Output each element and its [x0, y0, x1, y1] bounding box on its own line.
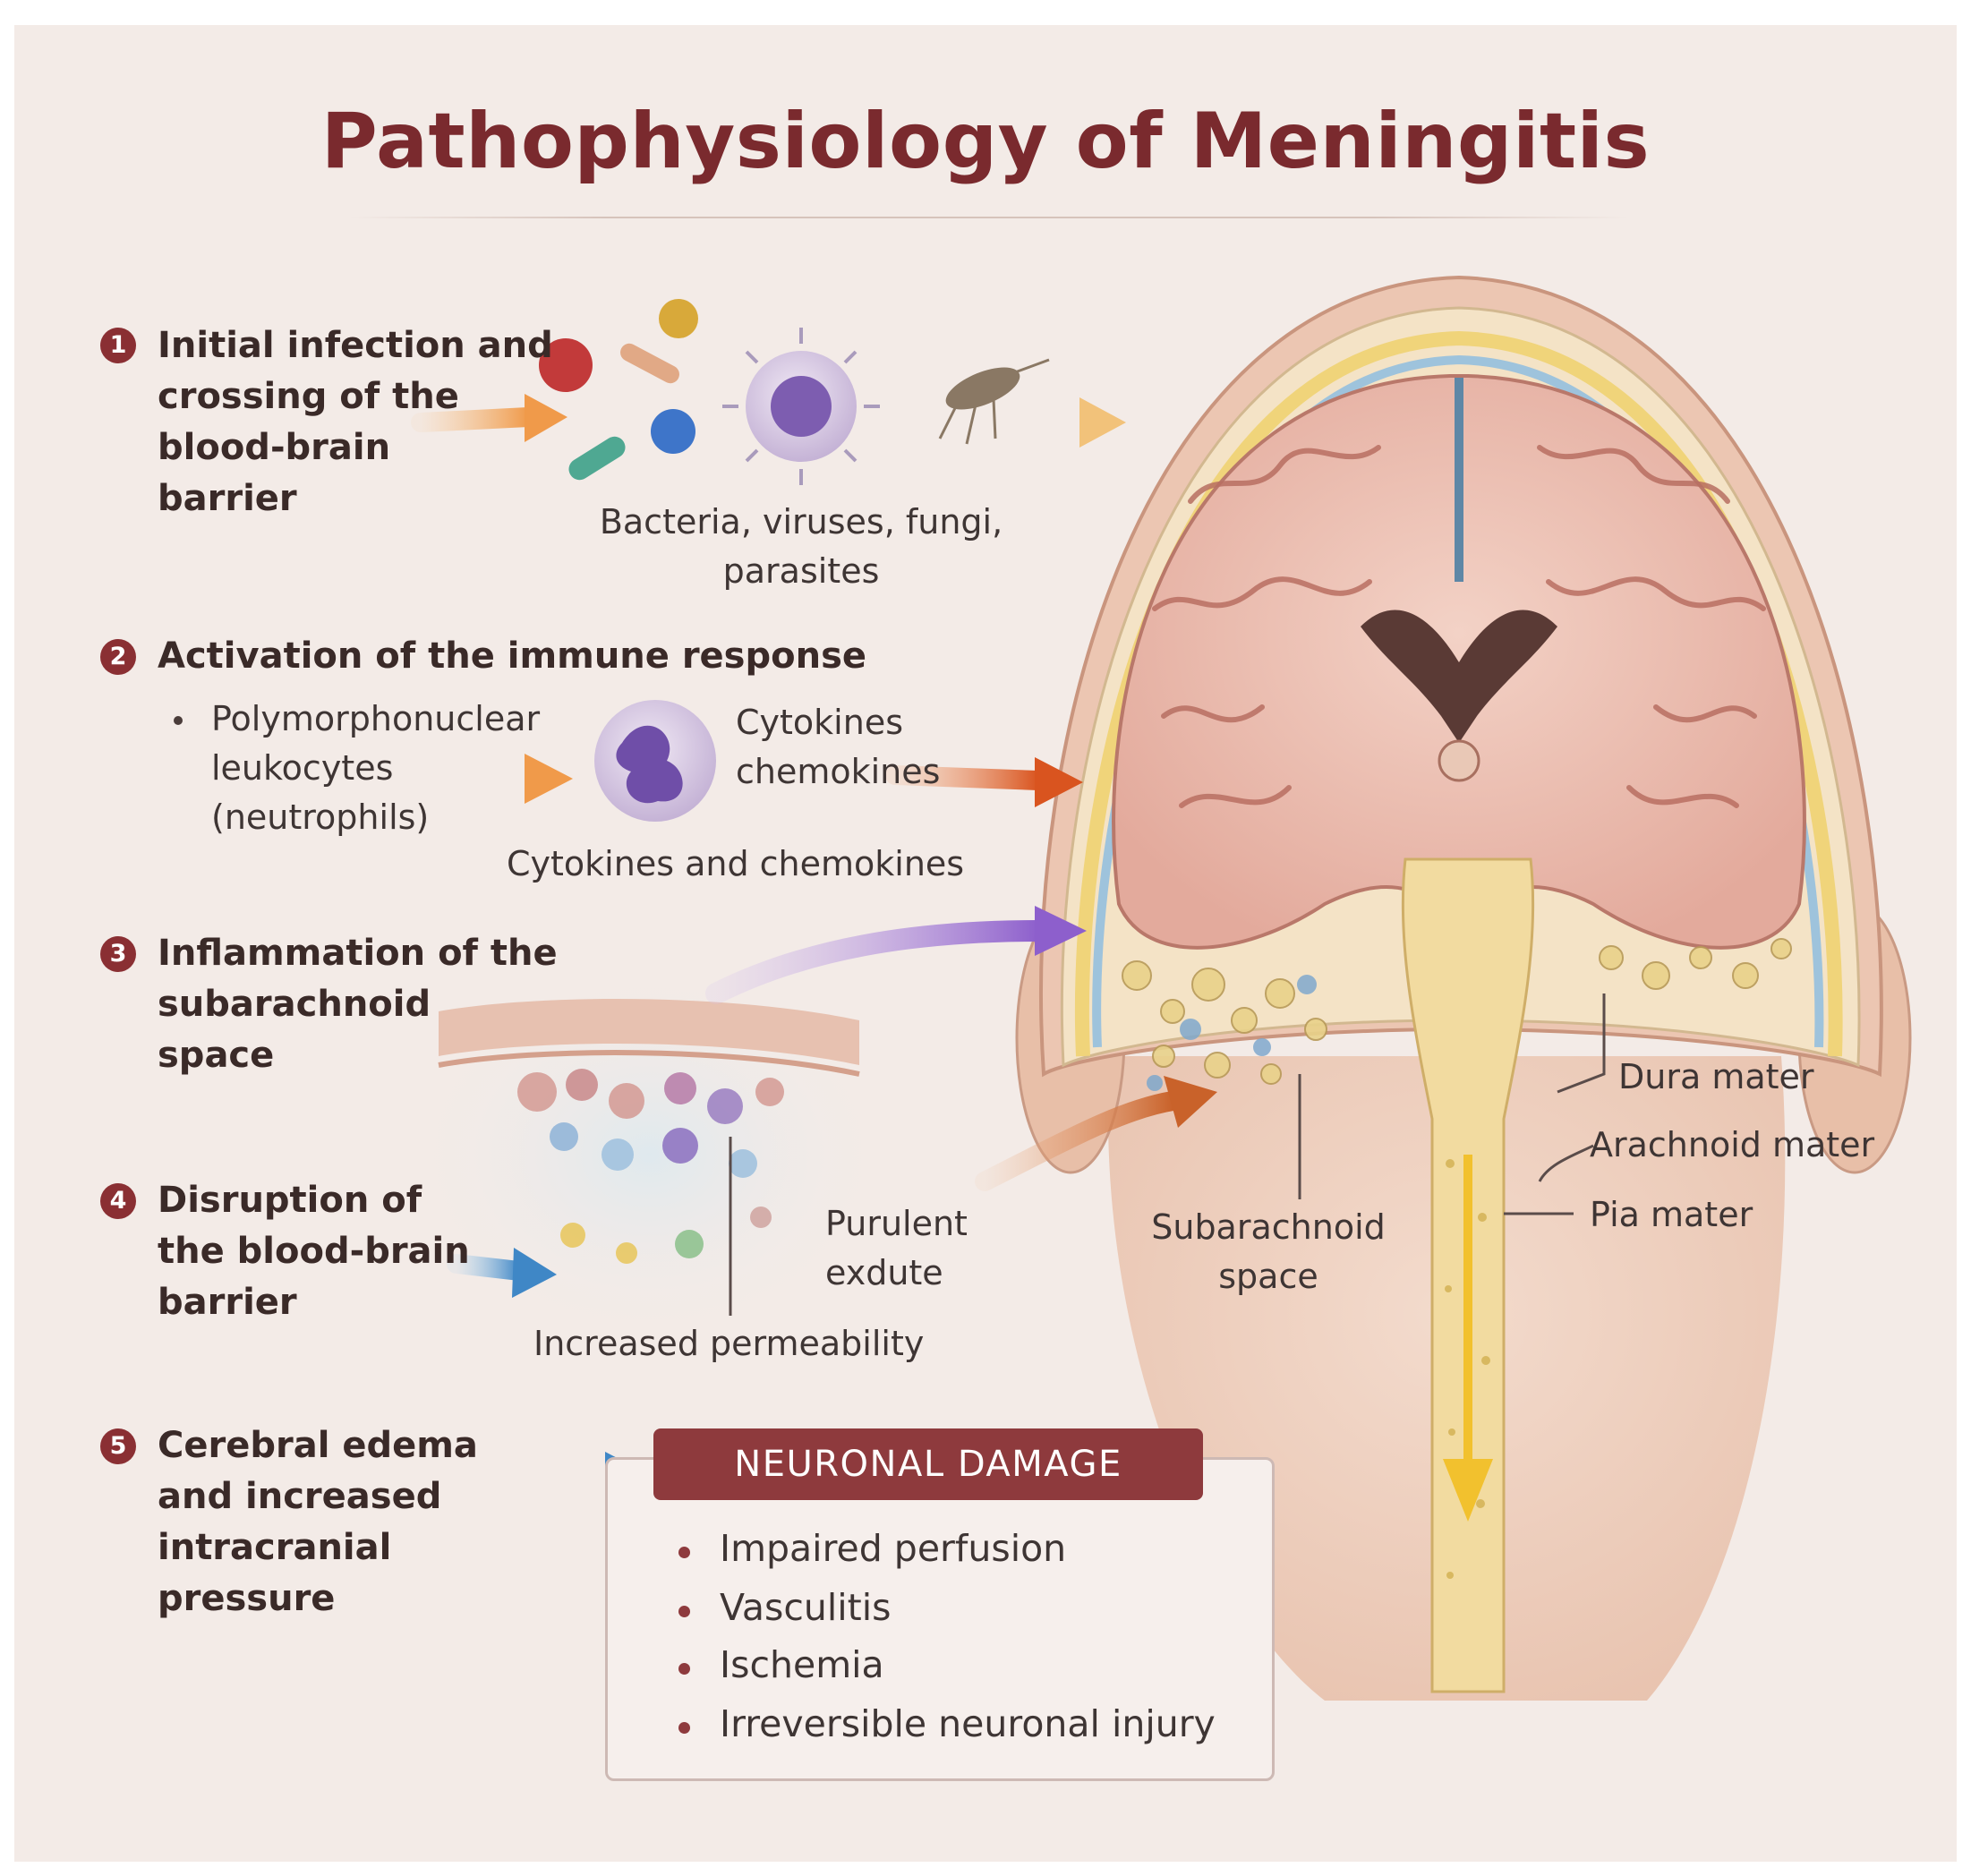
step-1-number: 1: [100, 328, 136, 363]
page-title: Pathophysiology of Meningitis: [320, 97, 1651, 186]
nd-item-3: Ischemia: [720, 1643, 884, 1686]
brain: [1112, 373, 1806, 950]
bacillus-tan: [620, 343, 679, 384]
dura-mater-label: Dura mater: [1618, 1057, 1814, 1096]
meninges-leaders: [1298, 993, 1606, 1215]
subarachnoid-space-label: Subarachnoid space: [1151, 1207, 1386, 1296]
step-3-number: 3: [100, 936, 136, 972]
brain-gyri: [1152, 445, 1766, 808]
arrow-exudate-brown: [975, 1076, 1217, 1191]
neutrophil-nucleus: [616, 725, 683, 804]
csf-flow-arrowhead: [1443, 1459, 1493, 1522]
nd-bullet-4: [678, 1722, 690, 1734]
step-1-text: Initial infection and crossing of the bl…: [158, 325, 553, 519]
inflammation-inset: [407, 967, 891, 1343]
arachnoid-mater-label: Arachnoid mater: [1590, 1125, 1875, 1164]
flow-arrows: [402, 394, 1217, 1505]
arrow-step2-to-brain: [885, 757, 1083, 807]
nd-item-1: Impaired perfusion: [720, 1527, 1067, 1570]
pathogens-label: Bacteria, viruses, fungi, parasites: [599, 502, 1003, 591]
nd-bullet-2: [678, 1606, 690, 1617]
arrow-step1-to-brain: [984, 397, 1126, 448]
step-4-text: Disruption of the blood-brain barrier: [158, 1180, 470, 1323]
nd-bullet-1: [678, 1547, 690, 1558]
immune-cell-spikes: [722, 328, 880, 485]
pia-mater-label: Pia mater: [1590, 1195, 1753, 1234]
neuronal-damage-box: [605, 1457, 1275, 1781]
step-4-number: 4: [100, 1183, 136, 1219]
bacillus-green: [568, 436, 626, 481]
nd-item-2: Vasculitis: [720, 1586, 892, 1629]
pmn-label: Polymorphonuclear leukocytes (neutrophil…: [211, 699, 541, 837]
csf-dots: [1445, 1159, 1490, 1579]
parasite-legs: [938, 358, 1050, 445]
subarachnoid-cells: [1147, 975, 1317, 1091]
pmn-bullet: [174, 716, 183, 725]
coccus-yellow: [659, 299, 698, 338]
ventricles: [1361, 610, 1557, 743]
immune-cell-nucleus: [771, 376, 832, 437]
arrow-step1-in: [411, 394, 567, 442]
third-ventricle: [1438, 739, 1480, 782]
inflammatory-cells: [517, 1069, 784, 1264]
arrow-step3-purple: [705, 906, 1087, 1004]
arrow-step4-blue: [447, 1248, 557, 1298]
cytokines-short-label: Cytokines chemokines: [736, 703, 941, 791]
bacterium-red: [539, 338, 593, 392]
step-3-text: Inflammation of the subarachnoid space: [158, 933, 558, 1076]
nd-item-4: Irreversible neuronal injury: [720, 1702, 1216, 1745]
purulent-exudate-label: Purulent exdute: [825, 1204, 968, 1292]
meningeal-layers-inset: [439, 999, 859, 1065]
subarachnoid-exudate: [1122, 938, 1792, 1085]
virus-blue: [651, 409, 695, 454]
parasite: [945, 367, 1020, 410]
title-divider: [349, 217, 1629, 218]
permeability-label: Increased permeability: [533, 1324, 925, 1363]
dura-layer: [1074, 330, 1843, 1057]
neuronal-damage-heading: NEURONAL DAMAGE: [653, 1428, 1203, 1500]
step-2-number: 2: [100, 639, 136, 675]
pathogen-illustrations: [539, 299, 1050, 485]
step-5-number: 5: [100, 1428, 136, 1464]
arrow-step2-in: [402, 754, 573, 804]
nd-bullet-3: [678, 1663, 690, 1675]
step-5-text: Cerebral edema and increased intracrania…: [158, 1425, 478, 1619]
cytokines-long-label: Cytokines and chemokines: [507, 844, 965, 883]
head-cross-section: [1015, 275, 1912, 1701]
step-2-text: Activation of the immune response: [158, 635, 867, 677]
